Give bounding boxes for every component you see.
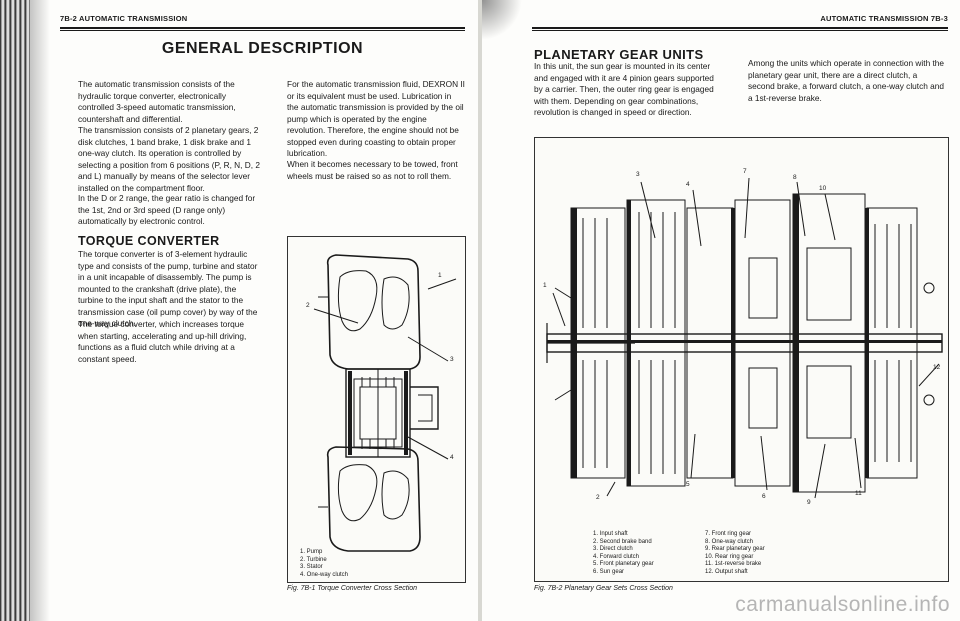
torque-converter-heading: TORQUE CONVERTER — [78, 234, 220, 248]
page-title: GENERAL DESCRIPTION — [161, 40, 364, 57]
legend-item: 11. 1st-reverse brake — [705, 561, 762, 568]
figure-legend: 1. Pump 2. Turbine 3. Stator 4. One-way … — [300, 549, 348, 579]
callout-3: 3 — [450, 356, 454, 363]
legend-item: 6. Sun gear — [593, 568, 625, 575]
legend-item: 5. Front planetary gear — [593, 561, 654, 568]
legend-item: 3. Direct clutch — [593, 546, 633, 553]
callout-2: 2 — [306, 302, 310, 309]
figure-caption: Fig. 7B-1 Torque Converter Cross Section — [287, 585, 418, 592]
legend-item: 12. Output shaft — [705, 568, 748, 575]
legend-item: 1. Input shaft — [593, 531, 628, 537]
torque-converter-diagram — [313, 254, 457, 552]
right-page: AUTOMATIC TRANSMISSION 7B-3 PLANETARY GE… — [482, 0, 960, 621]
right-running-head: AUTOMATIC TRANSMISSION 7B-3 — [820, 14, 948, 23]
callout-8: 8 — [793, 174, 797, 181]
callout-6: 6 — [762, 493, 766, 500]
paragraph: When it becomes necessary to be towed, f… — [287, 159, 458, 181]
figure-legend-col1: 1. Input shaft 2. Second brake band 3. D… — [593, 531, 654, 577]
legend-item: 2. Second brake band — [593, 538, 652, 545]
legend-item: 8. One-way clutch — [705, 538, 754, 545]
figure-legend-col2: 7. Front ring gear 8. One-way clutch 9. … — [705, 531, 765, 577]
callout-4: 4 — [450, 454, 454, 461]
left-running-head: 7B-2 AUTOMATIC TRANSMISSION — [60, 14, 188, 23]
page-gutter — [478, 0, 482, 621]
paragraph: The transmission consists of 2 planetary… — [78, 125, 261, 193]
planetary-gear-figure: 3 4 7 8 10 1 2 5 6 9 11 12 1. Input shaf… — [534, 137, 949, 582]
left-header-rule — [60, 27, 465, 29]
legend-item: 2. Turbine — [300, 556, 327, 563]
callout-10: 10 — [819, 185, 827, 192]
paragraph: In the D or 2 range, the gear ratio is c… — [78, 193, 256, 226]
callout-2: 2 — [596, 494, 600, 501]
legend-item: 9. Rear planetary gear — [705, 546, 765, 553]
legend-item: 7. Front ring gear — [705, 531, 752, 537]
figure-caption: Fig. 7B-2 Planetary Gear Sets Cross Sect… — [534, 585, 673, 592]
legend-item: 4. Forward clutch — [593, 553, 640, 560]
paragraph: In this unit, the sun gear is mounted in… — [534, 61, 714, 117]
callout-9: 9 — [807, 499, 811, 506]
paragraph: The torque converter is of 3-element hyd… — [78, 249, 258, 328]
paragraph: For the automatic transmission fluid, DE… — [287, 79, 465, 158]
callout-11: 11 — [855, 490, 862, 497]
callout-5: 5 — [686, 481, 690, 488]
legend-item: 3. Stator — [300, 564, 323, 571]
legend-item: 10. Rear ring gear — [705, 553, 754, 560]
callout-4: 4 — [686, 181, 690, 188]
torque-converter-figure: 1 2 3 4 1. Pump 2. Turbine 3. Stator 4. … — [287, 236, 466, 583]
planetary-gear-heading: PLANETARY GEAR UNITS — [534, 47, 704, 62]
legend-item: 4. One-way clutch — [300, 571, 349, 578]
left-page: 7B-2 AUTOMATIC TRANSMISSION GENERAL DESC… — [0, 0, 478, 621]
callout-1: 1 — [543, 282, 547, 289]
book-binding-edge — [0, 0, 30, 621]
paragraph: The torque converter, which increases to… — [78, 319, 247, 364]
legend-item: 1. Pump — [300, 549, 323, 555]
paragraph: The automatic transmission consists of t… — [78, 79, 236, 124]
callout-12: 12 — [933, 364, 941, 371]
callout-1: 1 — [438, 272, 442, 279]
site-watermark: carmanualsonline.info — [735, 593, 950, 616]
callout-3: 3 — [636, 171, 640, 178]
right-header-rule — [532, 27, 948, 29]
planetary-gear-diagram — [546, 177, 943, 499]
callout-7: 7 — [743, 168, 747, 175]
paragraph: Among the units which operate in connect… — [748, 58, 945, 103]
